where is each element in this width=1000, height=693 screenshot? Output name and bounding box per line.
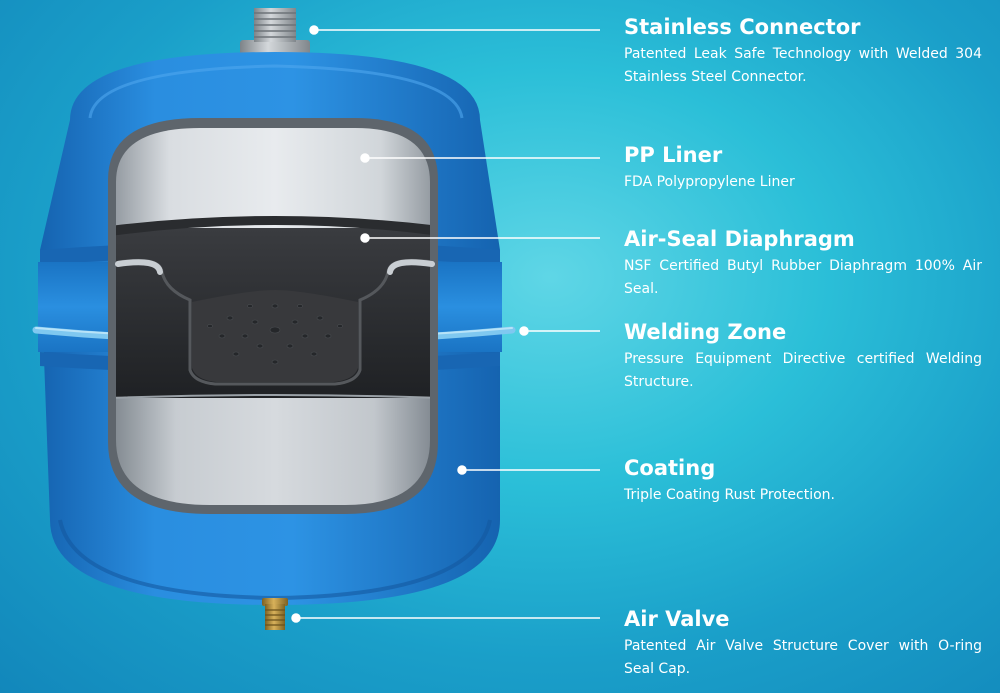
label-description: NSF Certified Butyl Rubber Diaphragm 100… (624, 258, 982, 297)
label-title: PP Liner (624, 143, 723, 167)
label-description: FDA Polypropylene Liner (624, 174, 795, 190)
leader-air-seal-diaphragm (360, 233, 600, 243)
air-valve (262, 598, 288, 630)
leader-stainless-connector (309, 25, 600, 35)
leader-air-valve (291, 613, 600, 623)
label-description: Pressure Equipment Directive certified W… (624, 351, 982, 390)
leader-welding-zone (519, 326, 600, 336)
label-pp-liner: PP Liner FDA Polypropylene Liner (624, 142, 982, 194)
leader-coating (457, 465, 600, 475)
label-description: Triple Coating Rust Protection. (624, 487, 835, 503)
leader-lines (291, 25, 600, 623)
label-welding-zone: Welding Zone Pressure Equipment Directiv… (624, 319, 982, 394)
label-title: Air-Seal Diaphragm (624, 227, 855, 251)
label-title: Coating (624, 456, 716, 480)
label-stainless-connector: Stainless Connector Patented Leak Safe T… (624, 14, 982, 89)
cutaway-view (108, 118, 438, 514)
label-description: Patented Air Valve Structure Cover with … (624, 638, 982, 677)
leader-pp-liner (360, 153, 600, 163)
stainless-connector (240, 8, 310, 58)
label-air-seal-diaphragm: Air-Seal Diaphragm NSF Certified Butyl R… (624, 226, 982, 301)
label-air-valve: Air Valve Patented Air Valve Structure C… (624, 606, 982, 681)
label-coating: Coating Triple Coating Rust Protection. (624, 455, 982, 507)
label-description: Patented Leak Safe Technology with Welde… (624, 46, 982, 85)
diaphragm-cup (115, 258, 435, 386)
label-title: Stainless Connector (624, 15, 861, 39)
label-title: Welding Zone (624, 320, 787, 344)
label-title: Air Valve (624, 607, 730, 631)
